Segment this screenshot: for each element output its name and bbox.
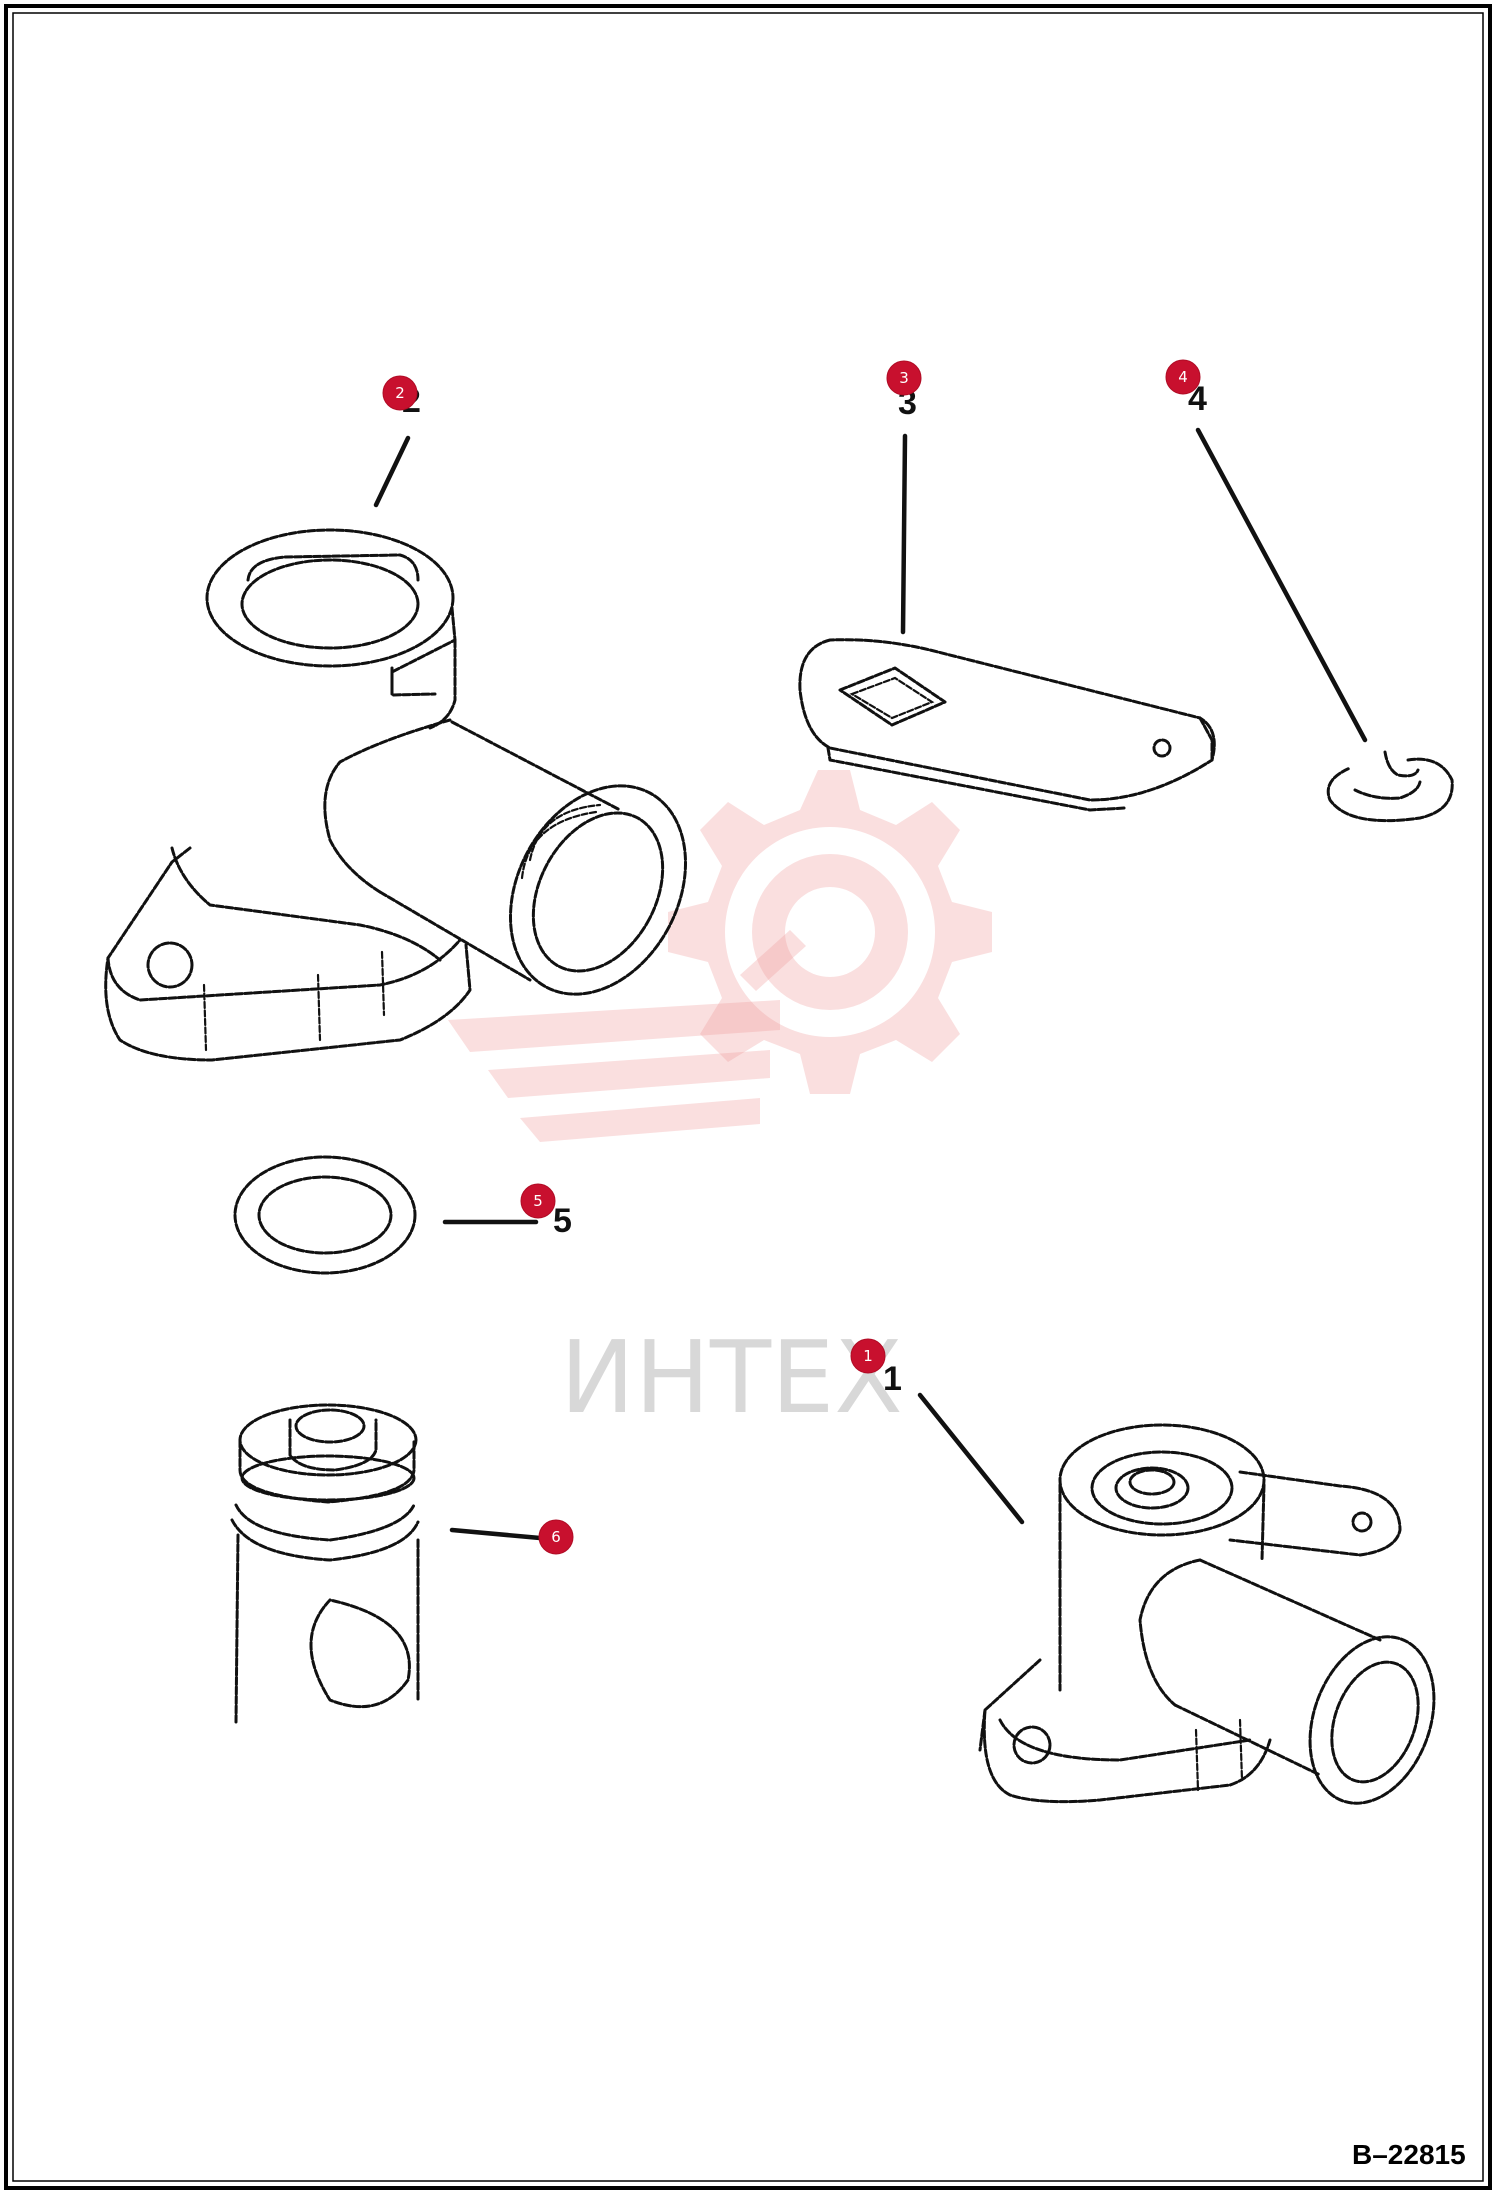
part-1-valve-assembly xyxy=(978,1423,1436,1805)
watermark-text: ИНТЕХ xyxy=(560,1319,903,1436)
page-frame-inner xyxy=(12,12,1484,2182)
badge-6[interactable]: 6 xyxy=(538,1519,574,1555)
badge-1[interactable]: 1 xyxy=(850,1338,886,1374)
wrench-icon xyxy=(740,930,806,991)
badge-6-label: 6 xyxy=(551,1528,561,1546)
badge-5-label: 5 xyxy=(533,1192,543,1210)
leader-line-3 xyxy=(900,433,908,635)
leader-line-2 xyxy=(373,435,411,508)
callout-number-5: 5 xyxy=(553,1202,572,1240)
part-4-e-clip xyxy=(1326,750,1454,823)
badge-2-label: 2 xyxy=(395,384,405,402)
leader-line-1 xyxy=(917,1392,1025,1525)
badge-4[interactable]: 4 xyxy=(1165,359,1201,395)
badge-5[interactable]: 5 xyxy=(520,1183,556,1219)
part-3-lever xyxy=(798,638,1216,812)
leader-line-4 xyxy=(1195,427,1368,743)
part-5-o-ring xyxy=(233,1155,417,1275)
badge-4-label: 4 xyxy=(1178,368,1188,386)
page-frame xyxy=(4,4,1492,2190)
badge-3-label: 3 xyxy=(899,369,909,387)
badge-2[interactable]: 2 xyxy=(382,375,418,411)
callout-number-1: 1 xyxy=(883,1360,902,1398)
badge-3[interactable]: 3 xyxy=(886,360,922,396)
leader-line-6 xyxy=(449,1527,543,1541)
speed-lines-icon xyxy=(448,1000,780,1142)
part-6-spool xyxy=(230,1403,420,1724)
document-code: B–22815 xyxy=(1352,2139,1466,2170)
part-2-elbow-housing xyxy=(104,528,688,1062)
watermark-logo: ИНТЕХ xyxy=(448,770,992,1436)
badge-1-label: 1 xyxy=(863,1347,873,1365)
